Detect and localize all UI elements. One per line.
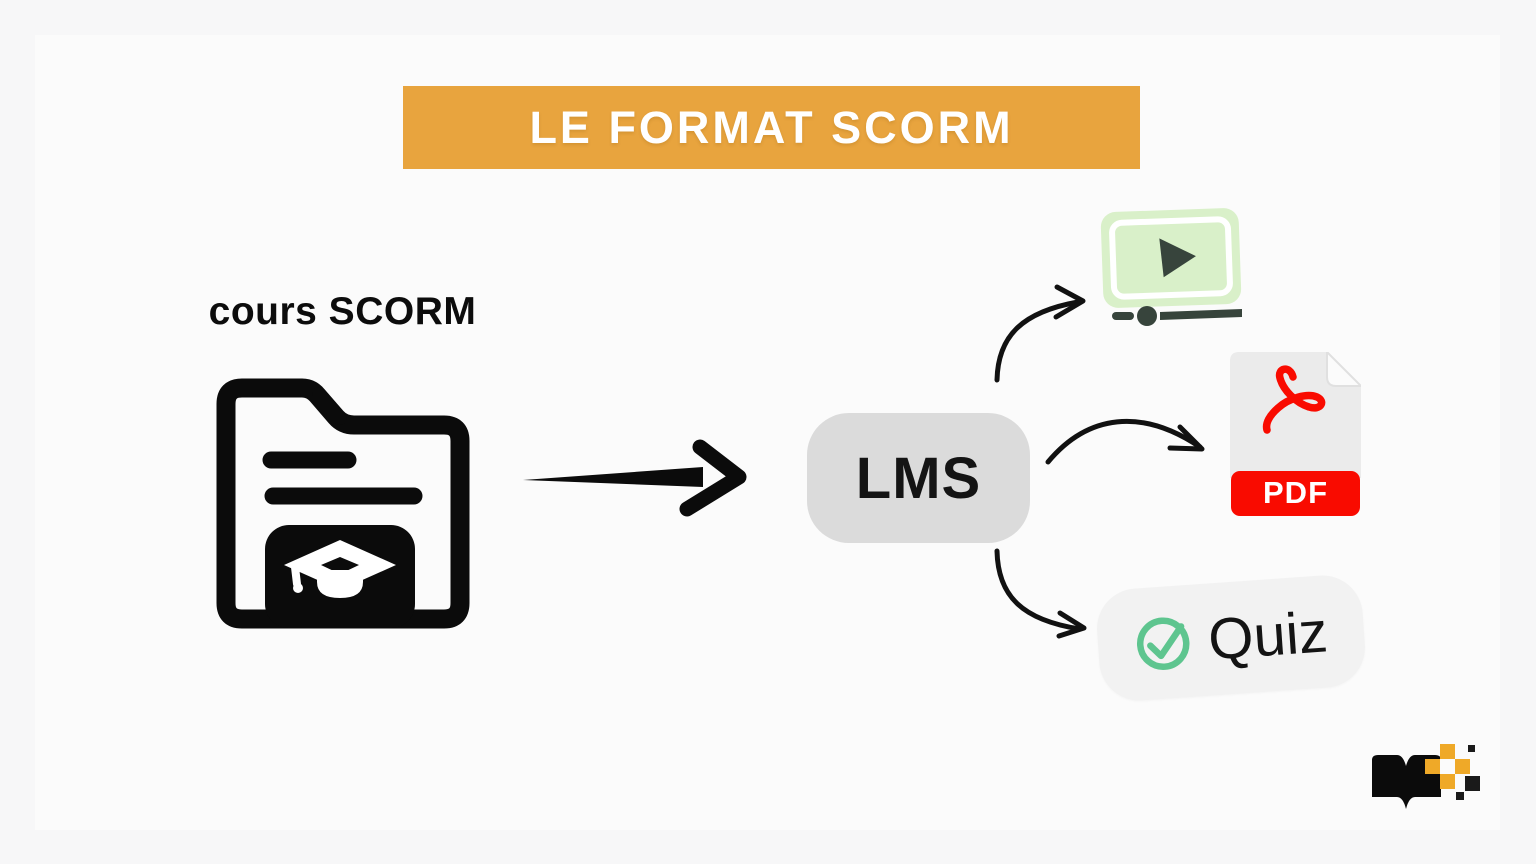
folder-graduation-icon [216, 378, 470, 629]
arrow-right-icon [523, 439, 747, 517]
graduation-cap-icon [284, 540, 396, 598]
pdf-file-icon [1230, 352, 1361, 516]
play-icon [1159, 238, 1196, 278]
open-book-pixel-logo [1372, 744, 1480, 809]
page-title: LE FORMAT SCORM [529, 101, 1014, 153]
check-circle-icon [1137, 617, 1190, 670]
folder-flap-line [312, 387, 347, 425]
quiz-node: Quiz [1094, 572, 1368, 704]
lms-node: LMS [807, 413, 1030, 543]
quiz-label: Quiz [1206, 598, 1330, 673]
arrow-head [679, 439, 747, 517]
lms-label: LMS [855, 445, 982, 511]
pdf-band [1231, 471, 1360, 516]
pdf-page-fold [1326, 352, 1361, 387]
title-banner: LE FORMAT SCORM [403, 86, 1140, 169]
arrow-shaft [523, 467, 703, 487]
video-progress-bar [1112, 306, 1242, 326]
pdf-label: PDF [1263, 475, 1328, 510]
acrobat-logo-icon [1262, 365, 1326, 434]
pixel-cluster [1425, 744, 1480, 800]
video-player-icon [1100, 208, 1242, 326]
book-icon [1372, 755, 1441, 809]
source-node-label: cours SCORM [208, 290, 477, 333]
